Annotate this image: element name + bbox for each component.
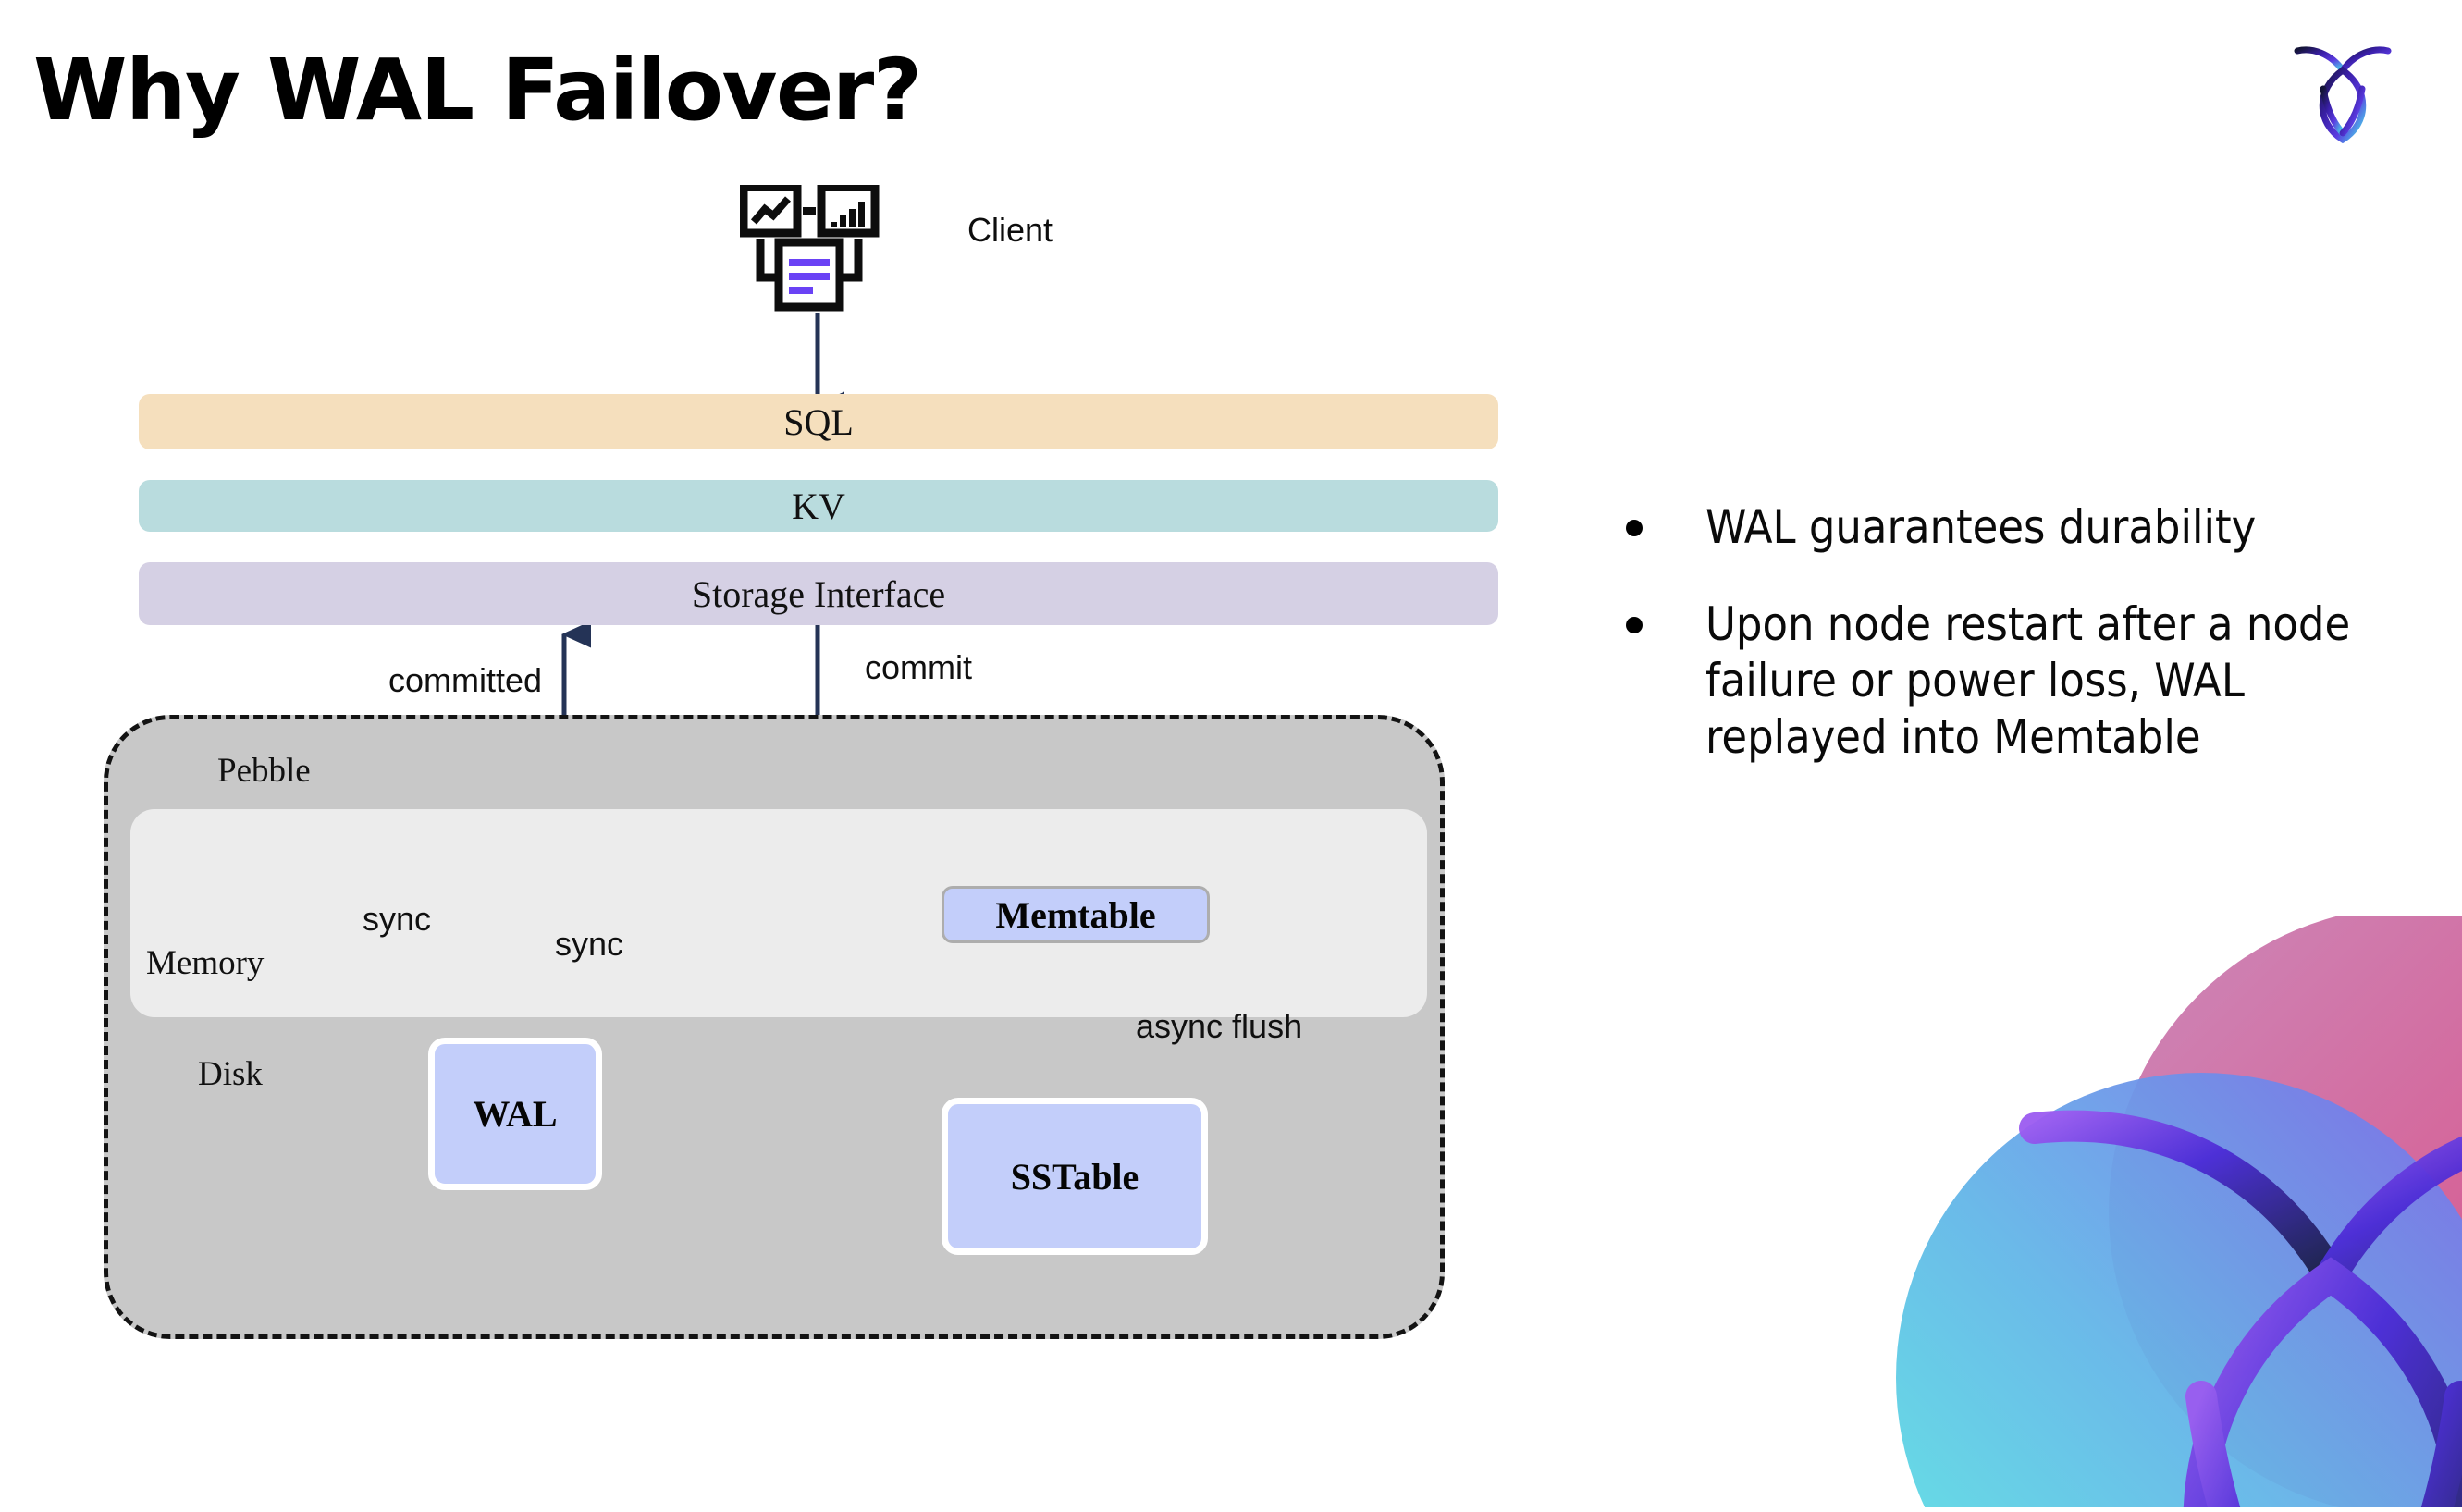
layer-kv-label: KV: [792, 485, 845, 527]
layer-kv[interactable]: KV: [139, 480, 1498, 532]
node-wal[interactable]: WAL: [428, 1038, 602, 1190]
disk-label: Disk: [198, 1055, 263, 1093]
cockroach-logo-decorative-icon: [1896, 916, 2462, 1507]
memory-zone: [130, 809, 1427, 1017]
node-wal-label: WAL: [473, 1093, 558, 1135]
list-item: WAL guarantees durability: [1626, 499, 2421, 556]
pebble-container: [104, 715, 1445, 1339]
layer-storage-interface[interactable]: Storage Interface: [139, 562, 1498, 625]
cockroach-logo-icon: [2292, 35, 2394, 144]
architecture-diagram: Client SQL KV Storage Interface: [104, 182, 1498, 1339]
pebble-label: Pebble: [217, 752, 311, 790]
client-label: Client: [967, 211, 1053, 249]
layer-storage-interface-label: Storage Interface: [691, 572, 946, 615]
edge-label-committed: committed: [388, 661, 543, 699]
list-item: Upon node restart after a node failure o…: [1626, 596, 2421, 766]
node-sstable[interactable]: SSTable: [942, 1098, 1208, 1255]
node-sstable-label: SSTable: [1010, 1155, 1139, 1198]
bullet-text: WAL guarantees durability: [1705, 500, 2257, 554]
node-memtable[interactable]: Memtable: [942, 886, 1210, 943]
node-memtable-label: Memtable: [995, 893, 1156, 936]
edge-label-async-flush: async flush: [1136, 1007, 1303, 1045]
layer-sql[interactable]: SQL: [139, 394, 1498, 449]
edge-label-commit: commit: [865, 648, 972, 686]
bullet-dot-icon: [1626, 520, 1643, 536]
memory-label: Memory: [146, 944, 265, 982]
bullet-list: WAL guarantees durability Upon node rest…: [1626, 499, 2421, 806]
layer-sql-label: SQL: [783, 400, 854, 443]
edge-label-sync-left: sync: [363, 900, 432, 938]
bullet-dot-icon: [1626, 617, 1643, 633]
bullet-text: Upon node restart after a node failure o…: [1705, 597, 2351, 764]
edge-label-sync-right: sync: [555, 925, 624, 963]
client-dashboard-icon: [739, 182, 888, 314]
page-title: Why WAL Failover?: [33, 41, 922, 140]
